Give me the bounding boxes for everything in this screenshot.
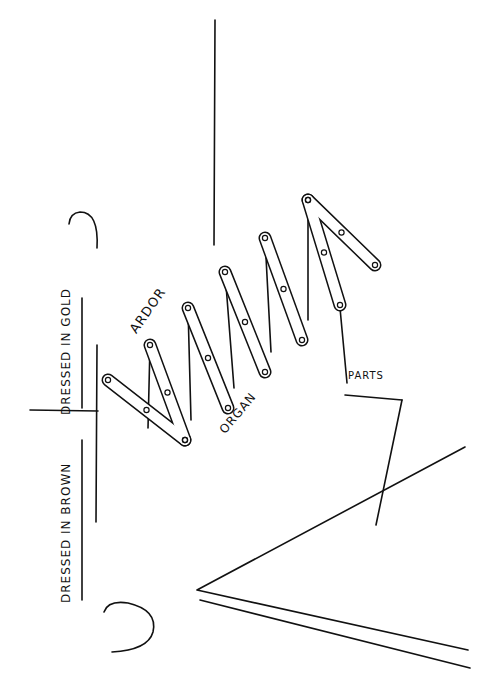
pivot [222, 269, 227, 274]
tong-bar [265, 238, 302, 340]
pivot [305, 197, 310, 202]
pivot [147, 342, 152, 347]
pivot [372, 262, 377, 267]
pivot [337, 302, 342, 307]
tong-bar [188, 308, 228, 408]
pivot [262, 235, 267, 240]
top-hook [69, 212, 97, 248]
pivot [144, 407, 149, 412]
pivot [321, 250, 326, 255]
pivot [105, 377, 110, 382]
parts-leg [376, 400, 402, 525]
brown-underline [81, 440, 83, 600]
pivot [299, 337, 304, 342]
handwritten-note: DRESSED IN BROWN [58, 463, 74, 603]
lazy-tongs [105, 197, 377, 442]
bottom-hook [104, 602, 154, 652]
part-label: PARTS [348, 368, 384, 384]
tong-bar [225, 272, 265, 372]
pivot [339, 230, 344, 235]
plane-line [200, 600, 470, 668]
vertical-line [214, 20, 215, 245]
pivot [185, 305, 190, 310]
pivot [165, 390, 170, 395]
parts-line [340, 308, 347, 383]
post-line [96, 345, 97, 522]
plane-line [197, 447, 468, 650]
pivot [281, 286, 286, 291]
tong-bar-fill [308, 200, 375, 265]
tong-bar-fill [265, 238, 302, 340]
tong-bar-fill [150, 345, 185, 440]
pivot [205, 355, 210, 360]
part-label: ARDOR [126, 285, 169, 337]
gold-underline [81, 298, 83, 408]
tong-bar-fill [188, 308, 228, 408]
pivot [242, 319, 247, 324]
handwritten-note: DRESSED IN GOLD [58, 288, 74, 415]
pivot [305, 197, 310, 202]
pivot [262, 369, 267, 374]
pivot [182, 437, 187, 442]
pivot [182, 437, 187, 442]
parts-underline [345, 395, 402, 400]
tong-bar-fill [225, 272, 265, 372]
